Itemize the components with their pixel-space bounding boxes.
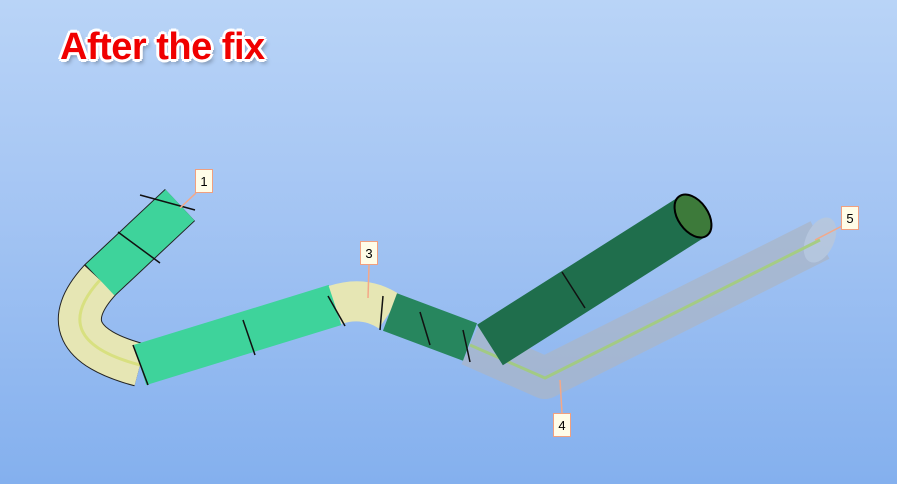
- transparent-pipe[interactable]: [461, 212, 843, 399]
- callout-label-5[interactable]: 5: [841, 206, 859, 230]
- callout-label-4[interactable]: 4: [553, 413, 571, 437]
- title-banner: After the fix: [60, 26, 265, 68]
- callout-label-1[interactable]: 1: [195, 169, 213, 193]
- callout-label-3[interactable]: 3: [360, 241, 378, 265]
- leader-lines: [179, 192, 843, 414]
- pipe-route[interactable]: [57, 188, 719, 387]
